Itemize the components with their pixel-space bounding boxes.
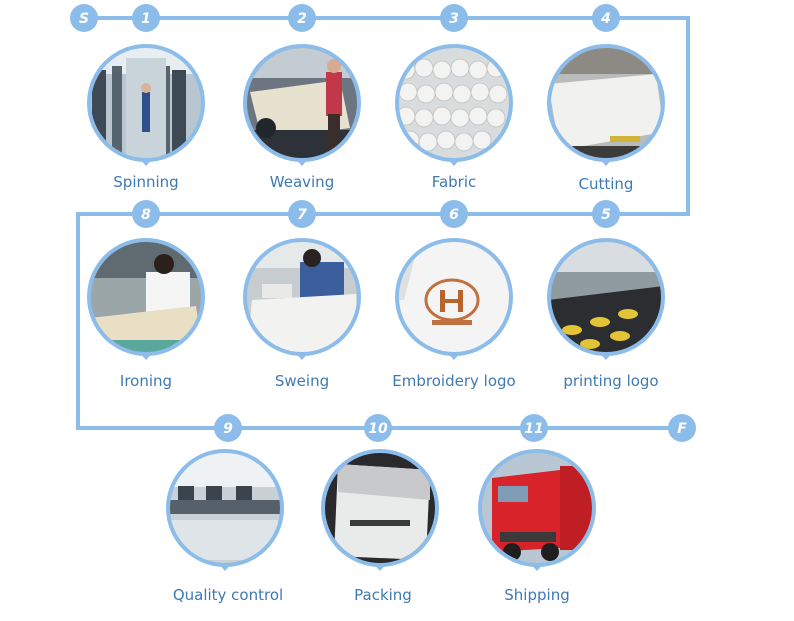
step-badge <box>440 200 468 228</box>
quality-control-photo <box>170 453 280 563</box>
step-badge <box>440 4 468 32</box>
step-5: 5 printing logo <box>547 200 665 390</box>
step-badge <box>592 200 620 228</box>
step-label: Quality control <box>173 586 283 604</box>
finish-badge: F <box>668 414 696 442</box>
embroidery-photo <box>399 242 509 352</box>
weaving-photo <box>247 48 357 158</box>
step-2: 2 Weaving <box>243 4 361 191</box>
step-label: Packing <box>354 586 412 604</box>
step-label: Ironing <box>120 372 172 390</box>
step-number: 11 <box>524 421 543 437</box>
step-badge <box>214 414 242 442</box>
step-number: 2 <box>297 11 307 27</box>
start-badge: S <box>70 4 98 32</box>
step-number: 10 <box>368 421 388 437</box>
step-label: Shipping <box>504 586 569 604</box>
step-badge <box>288 200 316 228</box>
step-badge <box>592 4 620 32</box>
step-badge <box>132 200 160 228</box>
step-label: Embroidery logo <box>392 372 515 390</box>
ironing-photo <box>91 242 201 352</box>
step-label: Fabric <box>432 173 477 191</box>
step-number: 6 <box>449 207 459 223</box>
step-number: 1 <box>141 11 151 27</box>
step-badge <box>520 414 548 442</box>
step-9: 9 Quality control <box>166 414 284 604</box>
start-label: S <box>79 11 89 27</box>
step-badge <box>364 414 392 442</box>
step-number: 9 <box>223 421 233 437</box>
step-7: 7 Sweing <box>243 200 361 390</box>
step-label: printing logo <box>563 372 658 390</box>
step-label: Weaving <box>270 173 334 191</box>
cutting-photo <box>551 48 661 158</box>
step-6: 6 Embroidery logo <box>392 200 516 390</box>
step-number: 7 <box>297 207 307 223</box>
step-label: Sweing <box>275 372 329 390</box>
packing-photo <box>325 453 435 563</box>
finish-label: F <box>677 421 687 437</box>
step-4: 4 Cutting <box>547 4 665 193</box>
step-badge <box>288 4 316 32</box>
step-1: 1 Spinning <box>87 4 205 191</box>
step-label: Spinning <box>113 173 178 191</box>
step-11: 11 Shipping <box>478 414 596 604</box>
flow-path <box>76 16 690 430</box>
step-number: 3 <box>449 11 459 27</box>
step-label: Cutting <box>579 175 634 193</box>
step-3: 3 Fabric <box>395 4 513 191</box>
step-number: 4 <box>600 11 611 27</box>
step-number: 5 <box>601 207 611 223</box>
step-number: 8 <box>141 207 151 223</box>
step-10: 10 Packing <box>321 414 439 604</box>
step-badge <box>132 4 160 32</box>
step-8: 8 Ironing <box>87 200 205 390</box>
printing-photo <box>551 242 661 352</box>
